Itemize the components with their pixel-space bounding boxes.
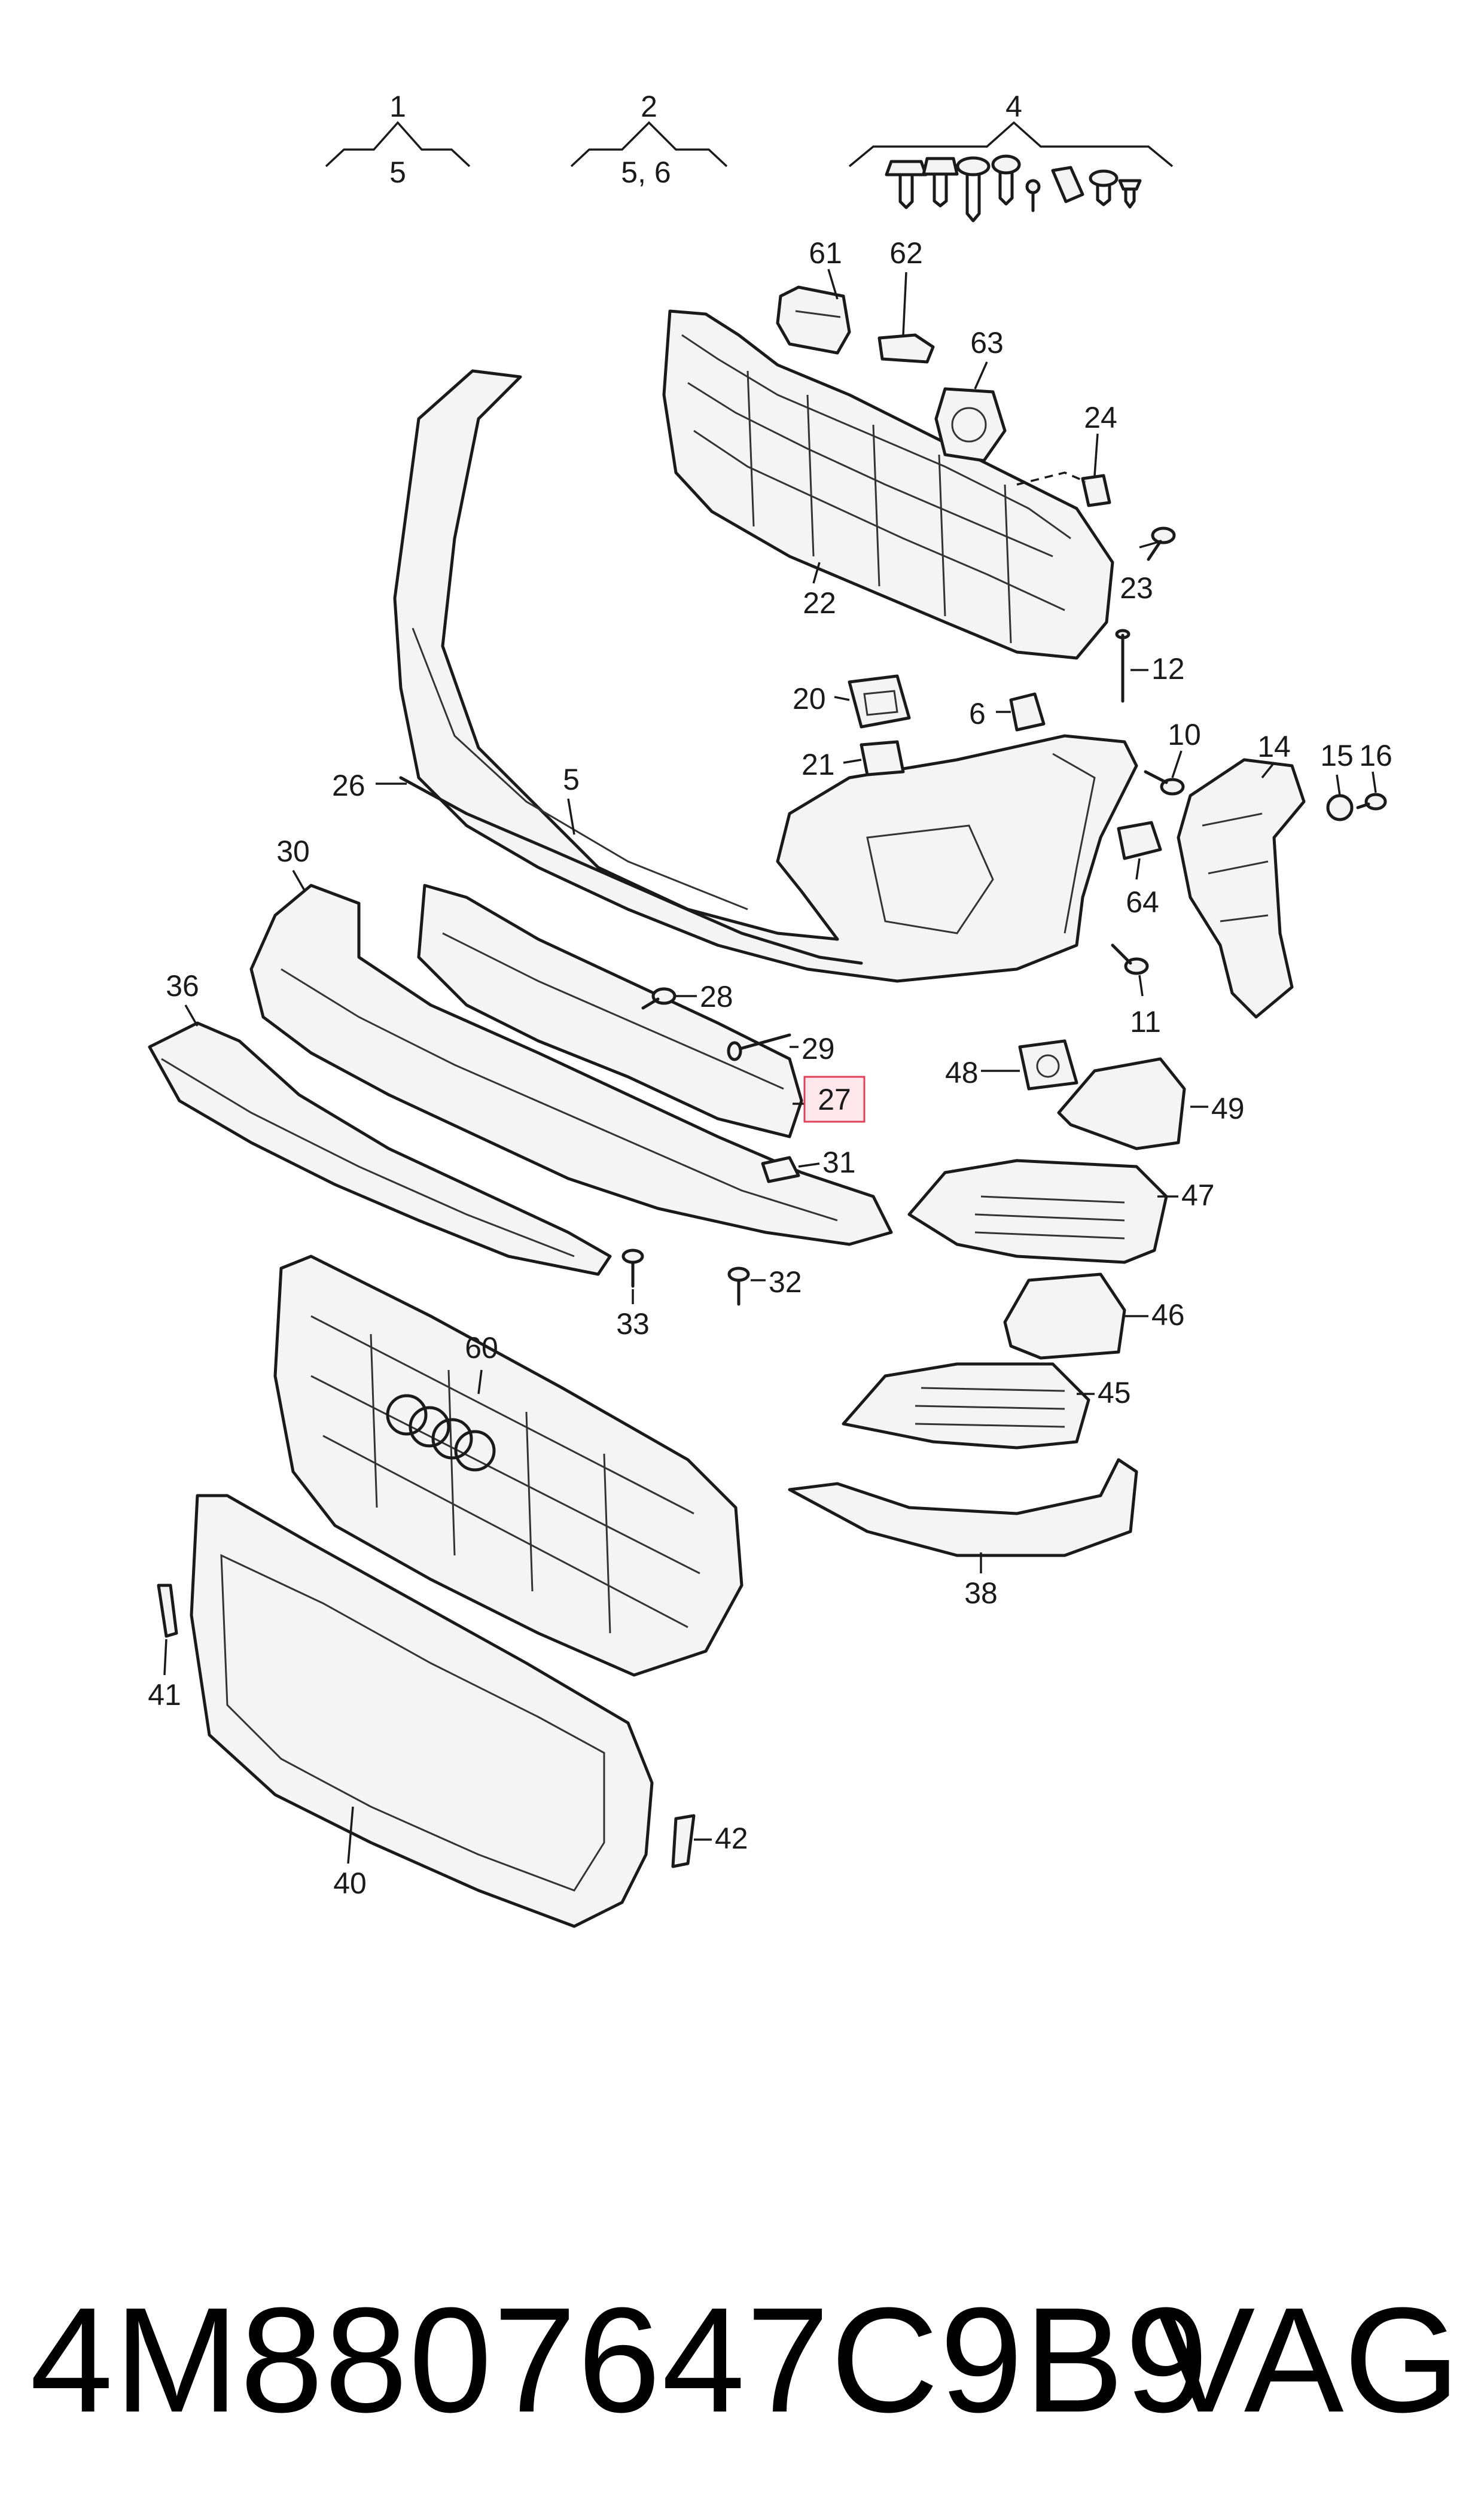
callout-24: 24 [1084, 401, 1117, 434]
callout-46: 46 [1151, 1298, 1185, 1332]
callout-23: 23 [1120, 571, 1153, 605]
part-62-bracket [877, 333, 935, 364]
part-10-screw [1144, 770, 1185, 796]
callout-64: 64 [1126, 885, 1159, 919]
group-bracket-4: 4 [848, 90, 1174, 168]
part-49-bracket [1057, 1057, 1186, 1150]
part-26-trim-strip [399, 776, 863, 965]
callout-30: 30 [276, 835, 310, 868]
part-42-trim [671, 1814, 696, 1868]
callout-29: 29 [802, 1032, 835, 1065]
callout-48: 48 [945, 1056, 979, 1089]
screw-icon [885, 160, 928, 209]
clip-nut-icon [1051, 166, 1084, 203]
part-15-nut [1326, 794, 1354, 821]
expansion-rivet-icon [1118, 179, 1142, 209]
part-60-radiator-grille [273, 1255, 743, 1677]
callout-28: 28 [700, 980, 733, 1013]
callout-36: 36 [166, 969, 199, 1003]
part-33-screw [621, 1249, 644, 1288]
callout-21: 21 [802, 748, 835, 781]
group-bracket-2: 2 5, 6 [570, 90, 728, 189]
leader-dashed-24 [1016, 471, 1086, 486]
callout-1: 1 [389, 90, 406, 123]
rivet-icon [1089, 169, 1119, 206]
callout-60: 60 [465, 1331, 498, 1365]
callout-4: 4 [1005, 90, 1022, 123]
callout-labels: 61 62 63 24 23 22 12 20 6 21 10 14 15 16… [148, 236, 1392, 1900]
fastener-set-4 [885, 154, 1142, 223]
callout-31: 31 [822, 1146, 856, 1179]
part-38-trim-strip [788, 1458, 1138, 1557]
part-23-screw [1147, 526, 1176, 561]
callout-49: 49 [1211, 1092, 1245, 1125]
callout-20: 20 [793, 682, 826, 715]
callout-62: 62 [889, 236, 923, 270]
part-32-screw [727, 1266, 750, 1306]
part-41-trim [157, 1584, 178, 1638]
callout-5: 5 [563, 763, 580, 796]
part-31-clip [761, 1156, 800, 1183]
part-47-fog-grille [907, 1159, 1168, 1264]
callout-6: 6 [969, 697, 986, 730]
part-16-screw [1356, 793, 1387, 811]
callout-16: 16 [1359, 739, 1392, 772]
callout-1-sub: 5 [389, 156, 406, 189]
part-29-rivet [727, 1033, 791, 1061]
callout-63: 63 [970, 326, 1004, 360]
callout-32: 32 [769, 1265, 802, 1299]
part-61-sensor-housing [776, 285, 851, 355]
part-45-fog-grille [842, 1362, 1090, 1450]
callout-2: 2 [641, 90, 657, 123]
callout-38: 38 [964, 1576, 998, 1610]
callout-47: 47 [1181, 1179, 1215, 1212]
leader-lines [163, 269, 1377, 1864]
callout-42: 42 [715, 1822, 748, 1855]
part-20-cover-plate [848, 674, 911, 729]
callout-27: 27 [818, 1083, 851, 1116]
callout-45: 45 [1098, 1376, 1131, 1409]
callout-26: 26 [332, 769, 365, 802]
callout-61: 61 [809, 236, 842, 270]
brand-name: VAG [1155, 2276, 1460, 2443]
group-bracket-1: 1 5 [325, 90, 471, 189]
callout-11: 11 [1130, 1005, 1161, 1039]
callout-14: 14 [1257, 730, 1291, 763]
callout-12: 12 [1151, 652, 1185, 686]
screw-icon [922, 157, 959, 208]
part-40-grille-frame [190, 1494, 654, 1928]
part-11-screw [1111, 943, 1149, 975]
callout-2-sub: 5, 6 [621, 156, 671, 189]
callout-22: 22 [803, 586, 836, 620]
part-46-bracket [1003, 1272, 1126, 1360]
pin-icon [1025, 179, 1041, 212]
part-36-spoiler-lip [148, 1021, 612, 1276]
part-27-lower-grille [417, 884, 803, 1138]
footer: 4M8807647C9B9 VAG [0, 2261, 1484, 2459]
part-63-radar-sensor [934, 387, 1007, 462]
callout-33: 33 [616, 1307, 650, 1341]
part-28-screw [641, 987, 677, 1010]
part-12-bolt [1115, 629, 1130, 703]
part-number: 4M8807647C9B9 [30, 2276, 1209, 2443]
part-22-grille-carrier [662, 309, 1114, 660]
part-64-module [1117, 821, 1162, 860]
part-6-bracket [1009, 692, 1046, 732]
screw-icon [956, 156, 991, 223]
highlight-box-27 [803, 1076, 866, 1123]
four-rings-logo [386, 1394, 496, 1472]
callout-40: 40 [333, 1867, 367, 1900]
callout-15: 15 [1320, 739, 1354, 772]
part-30-lower-carrier [249, 884, 893, 1246]
part-24-clip [1081, 474, 1111, 507]
callout-41: 41 [148, 1678, 181, 1712]
screw-icon [991, 154, 1021, 206]
callout-10: 10 [1168, 718, 1201, 751]
part-14-side-bracket [1177, 758, 1306, 1019]
part-48-bracket [1018, 1039, 1078, 1091]
part-21-cover-plate [860, 740, 905, 777]
